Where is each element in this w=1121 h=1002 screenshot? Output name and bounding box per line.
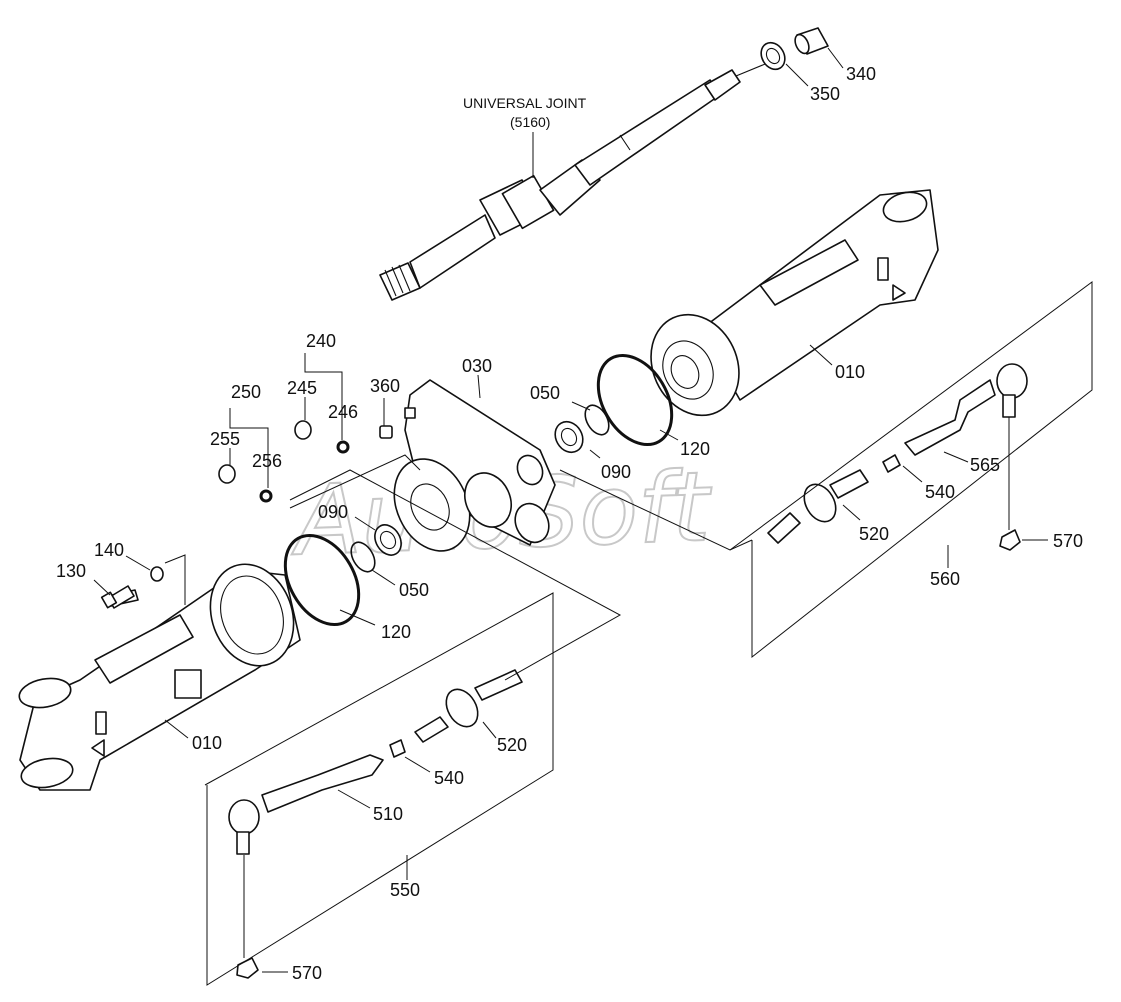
callout-350: 350 [810,84,840,104]
callout-130: 130 [56,561,86,581]
callout-120-left: 120 [381,622,411,642]
oring-120-right [596,353,674,447]
callout-090-right: 090 [601,462,631,482]
callout-565: 565 [970,455,1000,475]
callout-140: 140 [94,540,124,560]
tie-rod-right [767,363,1028,551]
axle-housing-left [18,563,301,791]
callout-labels: UNIVERSAL JOINT (5160) 340 350 010 030 0… [56,64,1083,983]
bearing-090-left [374,524,402,556]
oring-256 [259,489,273,503]
callout-246: 246 [328,402,358,422]
center-housing-030 [393,379,556,552]
callout-560: 560 [930,569,960,589]
oring-246 [336,440,350,454]
callout-510: 510 [373,804,403,824]
washer-140 [150,566,164,582]
oring-120-left [283,533,361,627]
callout-520-left: 520 [497,735,527,755]
plug-245 [294,420,312,440]
callout-250: 250 [231,382,261,402]
callout-030: 030 [462,356,492,376]
bushing-340 [794,27,829,55]
callout-540-right: 540 [925,482,955,502]
universal-joint-shaft [379,61,771,301]
callout-570-right: 570 [1053,531,1083,551]
callout-550: 550 [390,880,420,900]
tie-rod-left [228,669,523,979]
universal-joint-label: UNIVERSAL JOINT [463,95,587,111]
callout-256: 256 [252,451,282,471]
callout-570-left: 570 [292,963,322,983]
callout-010-right: 010 [835,362,865,382]
bolt-130 [100,585,135,609]
callout-050-left: 050 [399,580,429,600]
callout-540-left: 540 [434,768,464,788]
callout-010-left: 010 [192,733,222,753]
oring-050-left [350,541,376,573]
callout-255: 255 [210,429,240,449]
leader-lines [93,47,1048,973]
plug-360 [379,425,393,439]
callout-090-left: 090 [318,502,348,522]
callout-050-right: 050 [530,383,560,403]
axle-housing-right [650,189,939,417]
frame-560 [729,281,1093,659]
callout-245: 245 [287,378,317,398]
callout-520-right: 520 [859,524,889,544]
plug-255 [218,464,236,484]
frame-550 [204,592,554,986]
callout-360: 360 [370,376,400,396]
bearing-090-right [554,420,584,454]
callout-240: 240 [306,331,336,351]
seal-350 [760,41,786,71]
callout-340: 340 [846,64,876,84]
callout-120-right: 120 [680,439,710,459]
universal-joint-number: (5160) [510,114,550,130]
